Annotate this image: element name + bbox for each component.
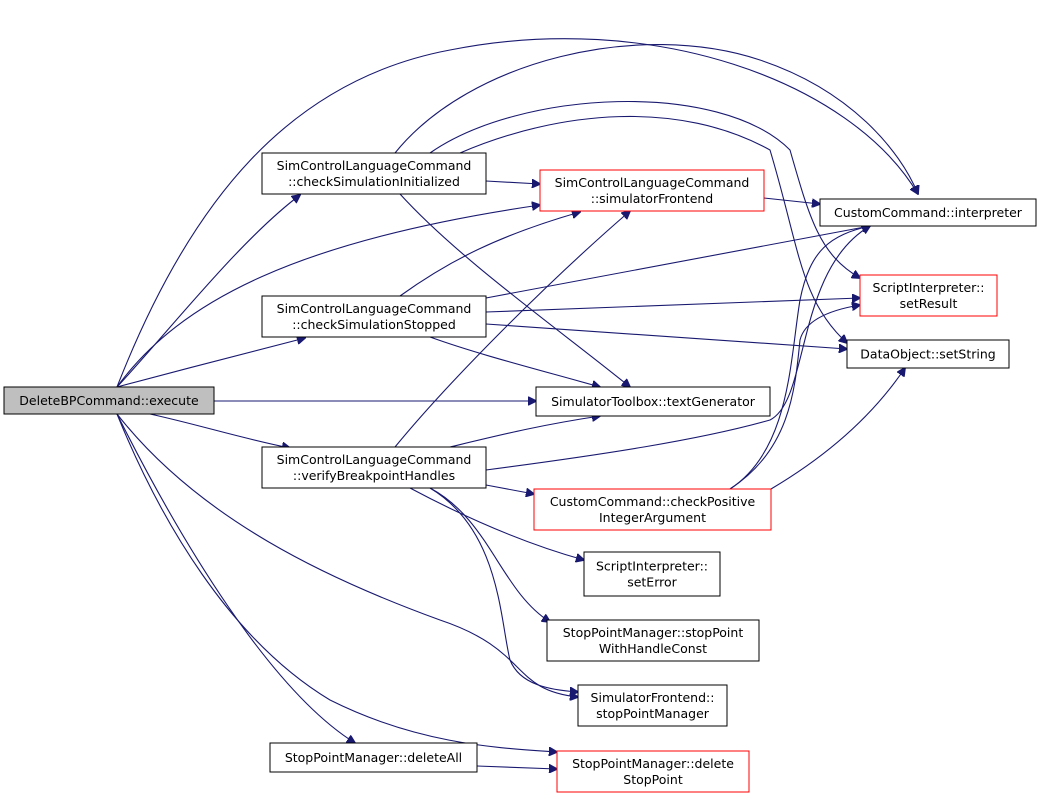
edge-execute-to-deleteAll	[116, 413, 355, 743]
node-verifyBP[interactable]: SimControlLanguageCommand::verifyBreakpo…	[261, 446, 487, 489]
edge-execute-to-verifyBP	[149, 413, 290, 448]
edge-verifyBP-to-textGen	[449, 416, 600, 448]
node-box-stopPointMgr[interactable]	[577, 684, 728, 727]
node-label-verifyBP-line-0: SimControlLanguageCommand	[277, 452, 472, 467]
node-box-checkPos[interactable]	[533, 488, 772, 531]
node-stopPointMgr[interactable]: SimulatorFrontend::stopPointManager	[577, 684, 728, 727]
edge-checkPos-to-setString	[770, 368, 905, 490]
node-textGen[interactable]: SimulatorToolbox::textGenerator	[535, 386, 771, 417]
edge-verifyBP-to-checkPos	[485, 484, 534, 494]
node-checkPos[interactable]: CustomCommand::checkPositiveIntegerArgum…	[533, 488, 772, 531]
edge-execute-to-checkInit	[116, 195, 300, 388]
node-interpreter[interactable]: CustomCommand::interpreter	[819, 198, 1037, 227]
edge-checkInit-to-interpreter	[394, 44, 918, 194]
node-setString[interactable]: DataObject::setString	[846, 339, 1010, 369]
node-simFrontend[interactable]: SimControlLanguageCommand::simulatorFron…	[539, 169, 765, 212]
edge-checkInit-to-simFrontend	[485, 181, 540, 184]
edge-execute-to-deleteStop	[116, 413, 557, 752]
edge-checkStopped-to-simFrontend	[399, 212, 580, 297]
edge-checkInit-to-setResult	[429, 100, 860, 278]
node-box-deleteAll[interactable]	[269, 742, 478, 773]
edge-verifyBP-to-setError	[409, 487, 584, 560]
node-label-stopPointMgr-line-1: stopPointManager	[596, 706, 710, 721]
node-label-textGen-line-0: SimulatorToolbox::textGenerator	[551, 394, 756, 409]
node-label-execute-line-0: DeleteBPCommand::execute	[19, 393, 199, 408]
node-label-setError-line-0: ScriptInterpreter::	[596, 559, 708, 574]
edge-checkPos-to-interpreter	[729, 226, 870, 490]
node-stopPointWH[interactable]: StopPointManager::stopPointWithHandleCon…	[546, 619, 760, 662]
node-box-interpreter[interactable]	[819, 198, 1037, 227]
node-label-setResult-line-0: ScriptInterpreter::	[872, 280, 984, 295]
node-checkStopped[interactable]: SimControlLanguageCommand::checkSimulati…	[261, 295, 487, 338]
edge-checkInit-to-setString	[459, 115, 847, 343]
edge-verifyBP-to-simFrontend	[394, 211, 630, 448]
edge-execute-to-stopPointMgr	[116, 413, 578, 697]
node-box-stopPointWH[interactable]	[546, 619, 760, 662]
node-box-checkStopped[interactable]	[261, 295, 487, 338]
edge-checkPos-to-setResult	[729, 305, 860, 490]
node-label-simFrontend-line-1: ::simulatorFrontend	[591, 191, 714, 206]
node-box-textGen[interactable]	[535, 386, 771, 417]
node-label-verifyBP-line-1: ::verifyBreakpointHandles	[293, 468, 455, 483]
edge-verifyBP-to-interpreter	[485, 226, 870, 471]
node-label-checkInit-line-0: SimControlLanguageCommand	[277, 158, 472, 173]
node-label-stopPointWH-line-1: WithHandleConst	[599, 641, 707, 656]
node-box-simFrontend[interactable]	[539, 169, 765, 212]
node-label-stopPointWH-line-0: StopPointManager::stopPoint	[563, 625, 744, 640]
node-label-checkStopped-line-1: ::checkSimulationStopped	[292, 317, 456, 332]
node-label-setError-line-1: setError	[627, 575, 677, 590]
edge-checkInit-to-textGen	[399, 193, 630, 387]
edge-deleteAll-to-deleteStop	[476, 766, 557, 769]
node-label-checkInit-line-1: ::checkSimulationInitialized	[288, 174, 460, 189]
node-box-deleteStop[interactable]	[556, 750, 750, 793]
node-box-verifyBP[interactable]	[261, 446, 487, 489]
node-box-execute[interactable]	[3, 386, 215, 415]
node-label-setString-line-0: DataObject::setString	[860, 347, 995, 362]
node-label-setResult-line-1: setResult	[900, 296, 958, 311]
edge-simFrontend-to-interpreter	[763, 197, 820, 204]
node-setError[interactable]: ScriptInterpreter::setError	[583, 551, 721, 597]
node-label-deleteStop-line-0: StopPointManager::delete	[572, 756, 734, 771]
nodes-layer: DeleteBPCommand::executeSimControlLangua…	[3, 152, 1037, 793]
node-label-interpreter-line-0: CustomCommand::interpreter	[834, 205, 1023, 220]
node-box-setError[interactable]	[583, 551, 721, 597]
node-label-deleteAll-line-0: StopPointManager::deleteAll	[285, 750, 462, 765]
node-label-checkStopped-line-0: SimControlLanguageCommand	[277, 301, 472, 316]
node-label-stopPointMgr-line-0: SimulatorFrontend::	[591, 690, 715, 705]
edge-checkStopped-to-setString	[485, 323, 847, 349]
edge-checkStopped-to-setResult	[485, 298, 860, 313]
node-box-setString[interactable]	[846, 339, 1010, 369]
node-label-checkPos-line-1: IntegerArgument	[599, 510, 706, 525]
node-execute[interactable]: DeleteBPCommand::execute	[3, 386, 215, 415]
node-box-setResult[interactable]	[859, 274, 998, 317]
edges-layer	[116, 38, 918, 769]
node-box-checkInit[interactable]	[261, 152, 487, 195]
node-label-checkPos-line-0: CustomCommand::checkPositive	[550, 494, 756, 509]
node-label-simFrontend-line-0: SimControlLanguageCommand	[555, 175, 750, 190]
node-checkInit[interactable]: SimControlLanguageCommand::checkSimulati…	[261, 152, 487, 195]
edge-checkStopped-to-textGen	[429, 336, 600, 387]
edge-checkStopped-to-interpreter	[485, 226, 870, 299]
edge-execute-to-checkStopped	[116, 338, 305, 388]
node-label-deleteStop-line-1: StopPoint	[623, 772, 683, 787]
edge-execute-to-simFrontend	[116, 205, 540, 388]
node-setResult[interactable]: ScriptInterpreter::setResult	[859, 274, 998, 317]
edge-verifyBP-to-stopPointMgr	[429, 487, 578, 692]
node-deleteAll[interactable]: StopPointManager::deleteAll	[269, 742, 478, 773]
edge-verifyBP-to-stopPointWH	[429, 487, 550, 622]
edge-execute-to-interpreter	[116, 38, 918, 388]
